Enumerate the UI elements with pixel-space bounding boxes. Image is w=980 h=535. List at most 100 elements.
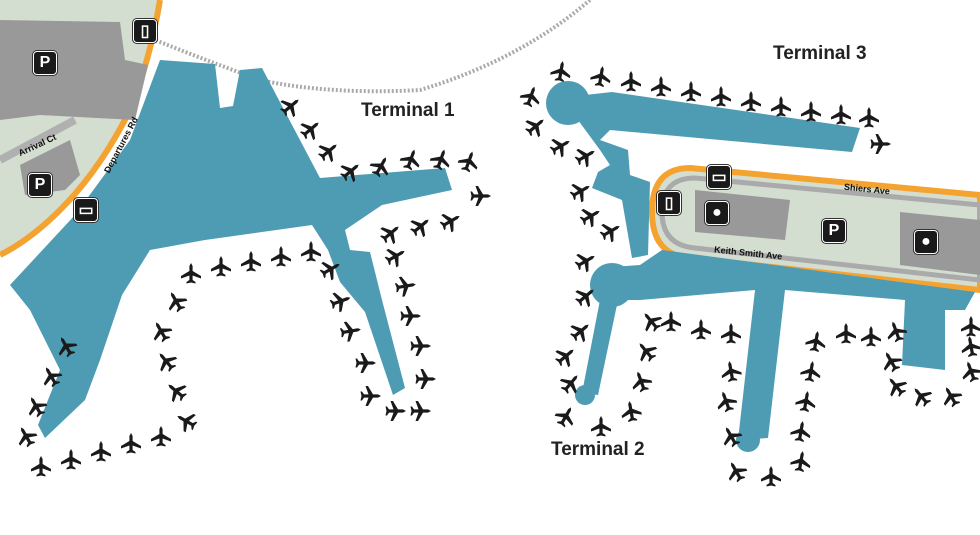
parking-icon[interactable]: P <box>33 51 57 75</box>
t3-loop-road <box>659 175 980 283</box>
plane-icon <box>599 223 620 243</box>
plane-icon <box>399 149 420 171</box>
plane-icon <box>721 323 741 344</box>
plane-icon <box>741 91 761 112</box>
plane-icon <box>168 384 187 403</box>
plane-icon <box>159 353 178 372</box>
plane-icon <box>211 256 231 277</box>
plane-icon <box>31 456 51 477</box>
plane-icon <box>177 413 198 433</box>
plane-icon <box>554 407 574 428</box>
plane-icon <box>579 208 600 228</box>
plane-icon <box>380 226 399 245</box>
plane-icon <box>61 449 81 470</box>
plane-icon <box>889 378 908 397</box>
plane-icon <box>360 386 381 406</box>
plane-icon <box>861 326 881 347</box>
plane-icon <box>280 99 299 118</box>
plane-icon <box>555 349 574 368</box>
plane-icon <box>318 144 337 163</box>
plane-icon <box>410 401 431 421</box>
plane-icon <box>591 416 611 437</box>
bus-icon[interactable]: ▭ <box>74 198 98 222</box>
plane-icon <box>519 86 540 108</box>
parking-icon[interactable]: P <box>822 219 846 243</box>
plane-icon <box>549 138 570 158</box>
plane-icon <box>153 322 173 343</box>
plane-icon <box>790 451 811 473</box>
plane-icon <box>721 361 742 383</box>
plane-icon <box>470 186 491 206</box>
plane-icon <box>639 343 658 362</box>
plane-icon <box>355 353 376 373</box>
plane-icon <box>574 148 595 168</box>
plane-icon <box>439 213 460 233</box>
plane-icon <box>394 276 416 297</box>
plane-icon <box>711 86 731 107</box>
plane-icon <box>961 336 980 358</box>
terminal-3-building <box>578 92 860 258</box>
plane-icon <box>575 289 594 308</box>
arrival-court-road <box>0 116 77 164</box>
plane-icon <box>410 219 429 238</box>
plane-icon <box>400 306 421 326</box>
plane-icon <box>429 149 450 171</box>
plane-icon <box>91 441 111 462</box>
plane-icon <box>914 388 933 407</box>
plane-icon <box>887 321 908 343</box>
plane-icon <box>369 157 389 178</box>
terminal-1-label: Terminal 1 <box>361 100 455 121</box>
t1-car-park <box>0 20 148 120</box>
plane-icon <box>329 292 351 313</box>
plane-icon <box>831 104 851 125</box>
plane-icon <box>800 361 821 383</box>
plane-icon <box>339 321 361 342</box>
plane-icon <box>385 401 406 421</box>
plane-icon <box>691 319 711 340</box>
plane-icon <box>681 81 701 102</box>
plane-icon <box>805 331 826 353</box>
taxi-icon[interactable]: ● <box>914 230 938 254</box>
plane-icon <box>28 397 48 418</box>
plane-icon <box>870 134 891 154</box>
parking-icon[interactable]: P <box>28 173 52 197</box>
plane-icon <box>319 261 340 281</box>
plane-icon <box>300 122 319 141</box>
plane-icon <box>728 462 748 483</box>
plane-icon <box>550 61 571 83</box>
plane-icon <box>570 324 589 343</box>
plane-icon <box>525 119 544 138</box>
terminal-2-building <box>582 250 975 440</box>
plane-icon <box>644 313 663 332</box>
terminal-3-label: Terminal 3 <box>773 43 867 64</box>
plane-icon <box>801 101 821 122</box>
plane-icon <box>651 76 671 97</box>
plane-icon <box>410 336 431 356</box>
plane-icon <box>632 371 653 393</box>
plane-icon <box>717 391 738 413</box>
aircraft-stands <box>18 61 980 487</box>
plane-icon <box>661 311 681 332</box>
train-icon[interactable]: ▯ <box>657 191 681 215</box>
taxi-icon[interactable]: ● <box>705 201 729 225</box>
plane-icon <box>943 387 963 408</box>
plane-icon <box>151 426 171 447</box>
plane-icon <box>18 427 38 448</box>
plane-icon <box>883 352 903 373</box>
plane-icon <box>241 251 261 272</box>
bus-icon[interactable]: ▭ <box>707 165 731 189</box>
plane-icon <box>836 323 856 344</box>
terminal-1-building <box>10 60 452 438</box>
plane-icon <box>790 421 811 443</box>
departures-road <box>0 0 163 258</box>
plane-icon <box>859 107 879 128</box>
plane-icon <box>559 375 578 394</box>
plane-icon <box>569 183 590 203</box>
plane-icon <box>761 466 781 487</box>
terminal-2-pier-end-2 <box>736 428 760 452</box>
plane-icon <box>43 367 63 388</box>
train-icon[interactable]: ▯ <box>133 19 157 43</box>
plane-icon <box>621 401 642 423</box>
plane-icon <box>340 164 359 183</box>
